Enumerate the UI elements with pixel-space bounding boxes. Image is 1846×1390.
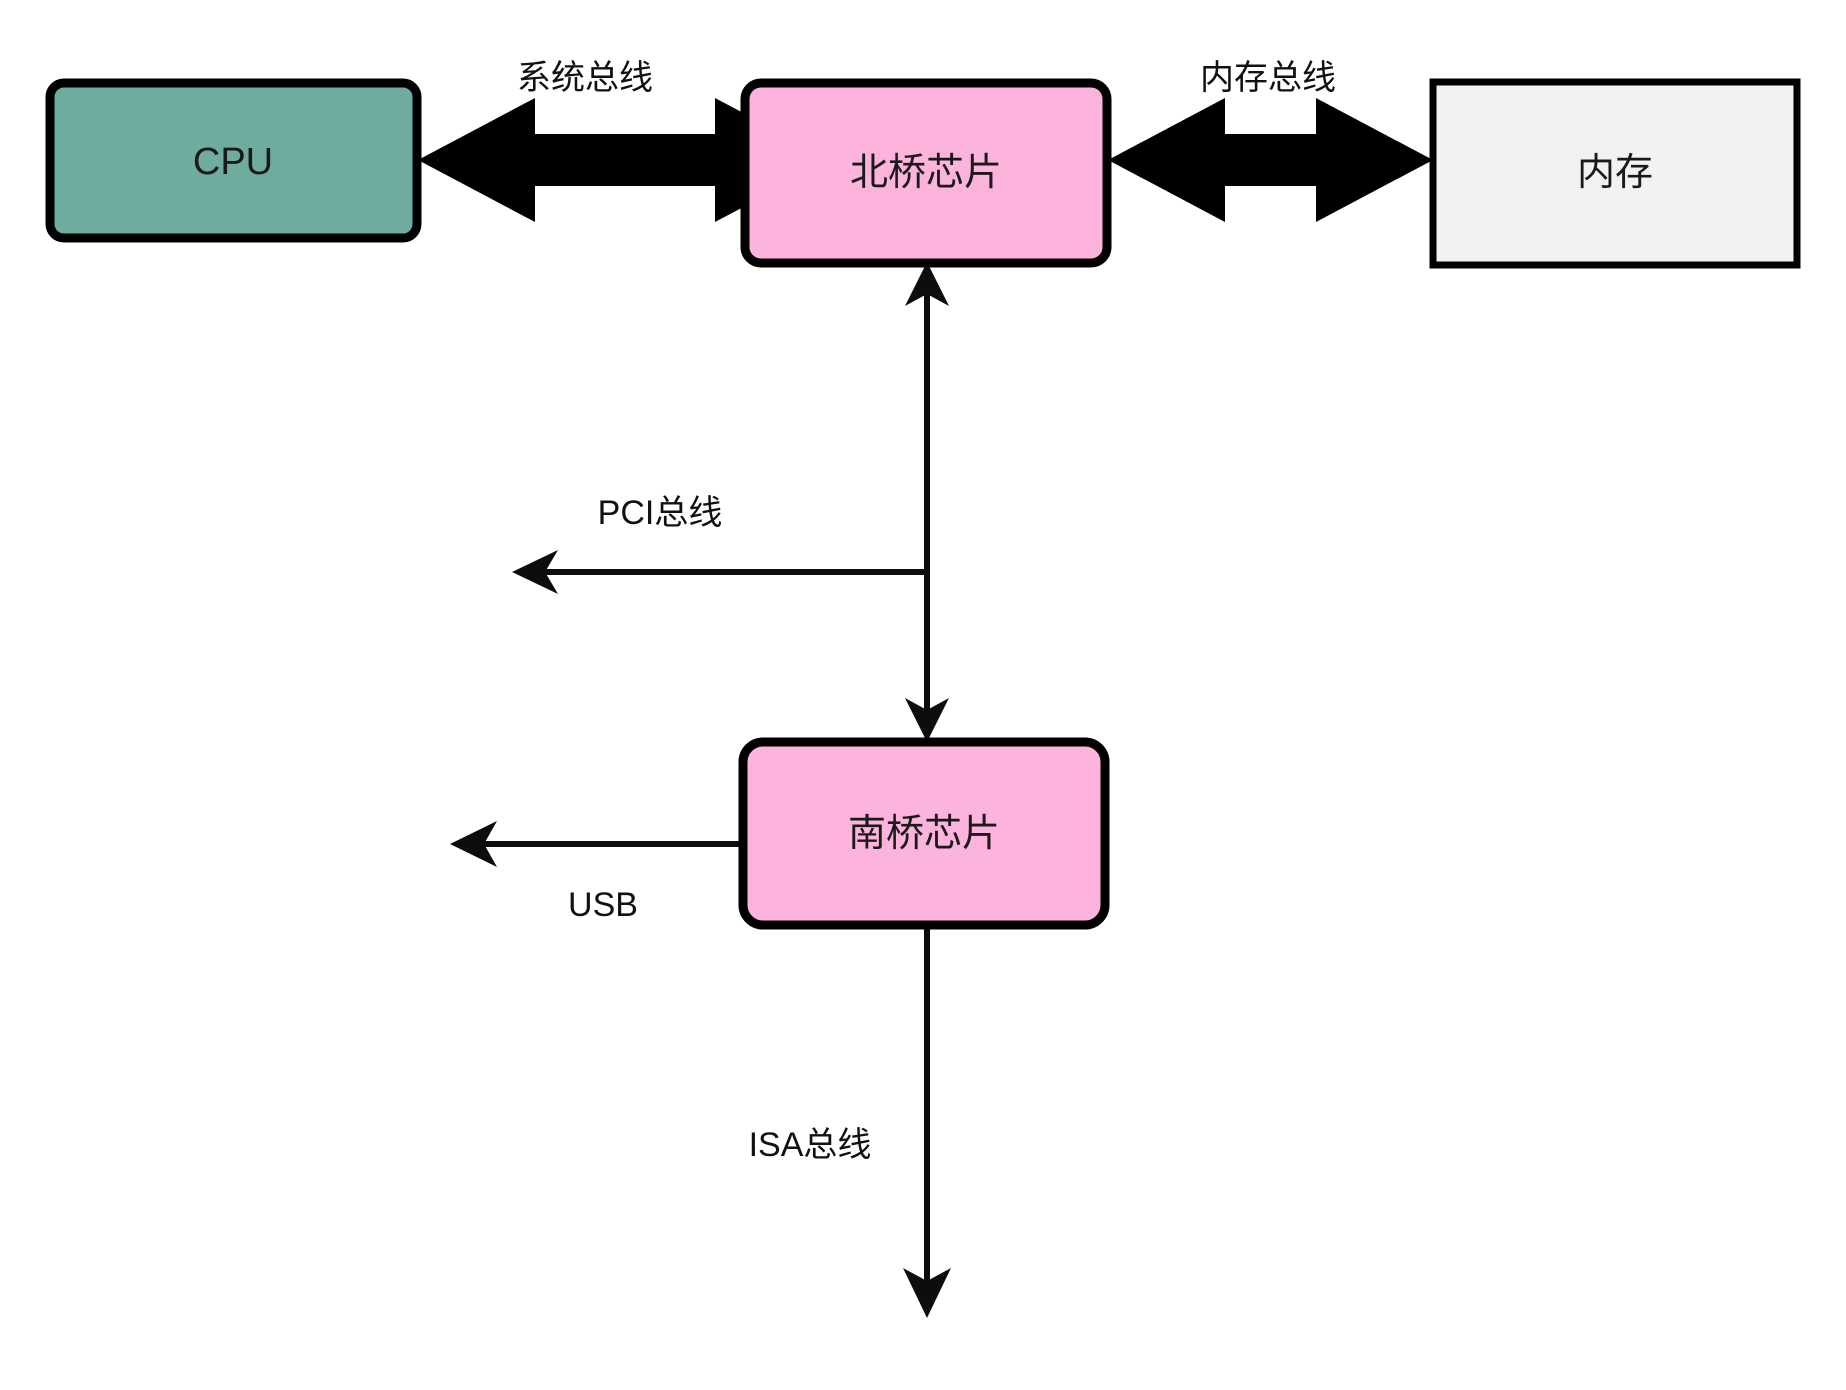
system-bus-arrow-shape: [418, 98, 832, 222]
pci-arrowhead-down: [905, 698, 949, 742]
usb-arrowhead-left: [450, 821, 497, 867]
memory-bus-label: 内存总线: [1200, 59, 1336, 97]
memory-bus-arrow-shape: [1108, 98, 1433, 222]
southbridge-label: 南桥芯片: [848, 813, 1000, 855]
edge-isa-bus: [903, 925, 951, 1318]
pci-arrowhead-up: [905, 262, 949, 306]
edge-pci-bus: [512, 262, 949, 742]
pci-bus-label: PCI总线: [598, 494, 723, 532]
node-northbridge[interactable]: 北桥芯片: [740, 78, 1112, 268]
system-bus-label: 系统总线: [517, 59, 653, 97]
memory-label: 内存: [1577, 152, 1653, 194]
northbridge-label: 北桥芯片: [850, 152, 1002, 194]
cpu-box[interactable]: [45, 78, 422, 243]
southbridge-box[interactable]: [738, 737, 1110, 930]
northbridge-box[interactable]: [740, 78, 1112, 268]
pci-branch-arrowhead-left: [512, 550, 558, 594]
edge-memory-bus: [1108, 98, 1433, 222]
isa-bus-label: ISA总线: [749, 1126, 872, 1164]
isa-arrowhead-down: [903, 1268, 951, 1318]
edge-system-bus: [418, 98, 832, 222]
node-southbridge[interactable]: 南桥芯片: [738, 737, 1110, 930]
cpu-label: CPU: [193, 141, 273, 183]
memory-box[interactable]: [1429, 78, 1801, 269]
node-memory[interactable]: 内存: [1429, 78, 1801, 269]
usb-label: USB: [568, 886, 638, 924]
edge-usb: [450, 821, 743, 867]
node-cpu[interactable]: CPU: [45, 78, 422, 243]
